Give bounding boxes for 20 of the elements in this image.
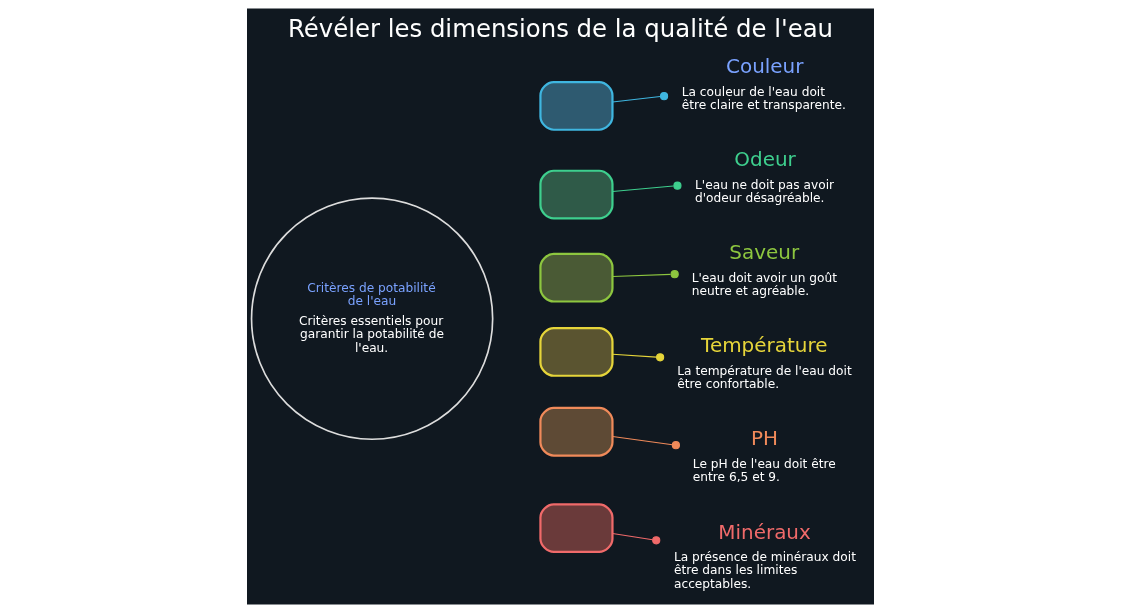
node-box: [539, 81, 614, 131]
node-text: Couleur La couleur de l'eau doit être claire et transparente.: [681, 54, 846, 113]
diagram-title: Révéler les dimensions de la qualité de l'eau: [287, 13, 834, 43]
node-circle: Critères de potabilité de l'eau Critères essentiels pour garantir la potabilité de l'eau.: [250, 197, 494, 441]
node-text: Odeur L'eau ne doit pas avoir d'odeur désagréable.: [695, 147, 835, 206]
node-box: [539, 327, 614, 377]
connector: [612, 533, 661, 545]
node-box: [539, 406, 614, 457]
connector: [612, 181, 682, 192]
node-text: PH Le pH de l'eau doit être entre 6,5 et 9.: [692, 426, 836, 485]
node-box: [539, 252, 614, 303]
connector: [612, 92, 669, 103]
connector: [612, 435, 680, 450]
connector: [612, 353, 665, 362]
node-text: Saveur L'eau doit avoir un goût neutre et agréable.: [691, 240, 838, 299]
node-box: [539, 169, 614, 220]
node-box: [539, 503, 614, 554]
connector: [612, 270, 679, 279]
node-text: Température La température de l'eau doit être confortable.: [677, 333, 852, 392]
node-text: Minéraux La présence de minéraux doit être dans les limites acceptables.: [673, 519, 856, 591]
